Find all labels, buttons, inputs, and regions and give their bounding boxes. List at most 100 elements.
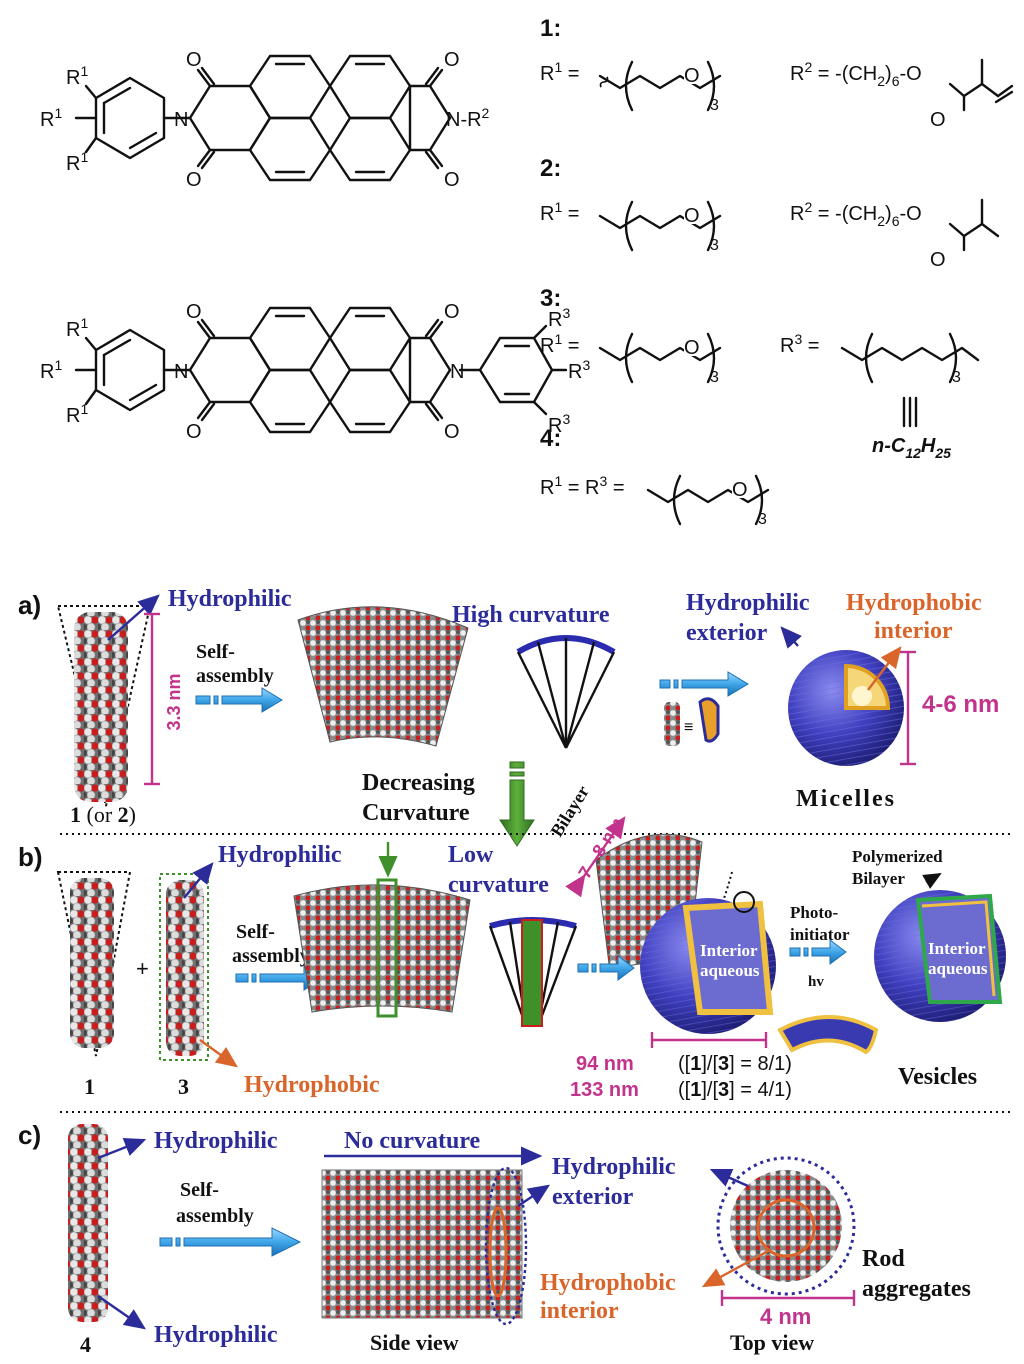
amphiphile-1-model [74,612,128,802]
svg-text:R3: R3 [568,357,590,383]
vesicle-size-133: 133 nm [570,1079,639,1101]
svg-text:O: O [186,49,202,71]
svg-text:+: + [136,956,149,981]
compound-3-highlight [376,878,398,1018]
micelles-label: Micelles [796,786,896,812]
photo-arrow [789,939,847,965]
low-curvature-fan [488,917,578,1027]
hydrophobic-label-b: Hydrophobic [244,1072,380,1098]
panel-c-label: c) [18,1120,41,1150]
panel-a-label: a) [18,590,41,620]
bilayer-fragment [777,1015,879,1055]
amphiphile-3-model [166,880,204,1056]
compound-1-r2: R2 = -(CH2)6-O [790,59,922,89]
self-assembly-label-c: Self- [180,1179,219,1201]
svg-text:O: O [684,65,700,87]
hydrophobic-interior-c: Hydrophobic [540,1270,676,1296]
svg-text:O: O [444,301,460,323]
compound-1-or-2: 1 (or 2) [70,802,136,827]
interior-aqueous-label: Interior [700,941,758,960]
svg-text:aqueous: aqueous [700,961,760,980]
self-assembly-label-b: Self- [236,921,275,943]
no-curvature-label: No curvature [344,1128,481,1154]
perylene-ring-1 [248,54,332,120]
hydrophilic-top-label: Hydrophilic [154,1128,278,1154]
svg-text:exterior: exterior [552,1184,634,1210]
svg-text:N: N [174,361,188,383]
svg-text:aggregates: aggregates [862,1276,971,1302]
svg-text:R1 =: R1 = [540,331,580,357]
svg-text:R1: R1 [66,315,88,341]
svg-text:1: 1 [84,1074,95,1099]
rod-diameter: 4 nm [760,1304,811,1329]
svg-text:R2 = -(CH2)6-O: R2 = -(CH2)6-O [790,199,922,229]
polymerized-vesicle-sphere [874,890,1006,1022]
svg-text:O: O [444,421,460,443]
svg-text:3: 3 [710,237,719,254]
rod-aggregate-top-view [730,1170,842,1282]
vesicle-arrow [577,955,635,981]
compound-2-label: 2: [540,155,561,182]
svg-text:O: O [684,337,700,359]
svg-text:≡: ≡ [684,719,693,736]
low-curvature-label: Low [448,842,494,868]
svg-text:O: O [444,49,460,71]
rod-aggregate-side-view [321,1169,523,1319]
svg-text:O: O [186,421,202,443]
amphiphile-4-model [68,1124,108,1322]
svg-text:R1 =: R1 = [540,199,580,225]
panel-c: c) Hydrophilic Hydrophilic 4 Self- assem… [18,1120,971,1357]
svg-text:R1: R1 [66,401,88,427]
rod-aggregates-label: Rod [862,1246,905,1272]
photo-initiator-label: Photo- [790,903,839,922]
svg-text:interior: interior [874,618,953,644]
svg-text:interior: interior [540,1298,619,1324]
svg-text:R1 = R3 =: R1 = R3 = [540,473,625,499]
hydrophobic-interior-label: Hydrophobic [846,590,982,616]
vesicle-sphere [640,891,776,1034]
svg-text:assembly: assembly [196,665,274,687]
svg-text:initiator: initiator [790,925,850,944]
hydrophilic-label: Hydrophilic [168,586,292,612]
svg-text:Curvature: Curvature [362,800,470,826]
imide-ring-left [188,84,272,152]
compound-1-r1-lhs: R1 = [540,59,580,85]
svg-text:O: O [186,301,202,323]
interior-aqueous-label-2: Interior [928,939,986,958]
svg-text:O: O [930,109,946,131]
vesicle-size-94: 94 nm [576,1053,634,1075]
structure-top-molecule: R1 R1 R1 N O O O O N-R2 [40,49,490,191]
bilayer-segment [293,884,471,1013]
perylene-ring-4 [328,116,412,182]
bilayer-label: Bilayer [546,782,593,840]
top-view-label: Top view [730,1330,814,1355]
svg-text:N: N [174,109,188,131]
compound-definitions: 1: R1 = O 3 R2 = -(CH2)6-O O 2: R1 = O 3… [540,15,1014,528]
high-curvature-fan [516,635,616,749]
svg-text:R1: R1 [66,149,88,175]
svg-text:R3: R3 [548,305,570,331]
high-curvature-label: High curvature [452,602,610,628]
ratio-4-1: ([1]/[3] = 4/1) [678,1079,792,1101]
svg-text:assembly: assembly [232,945,310,967]
svg-text:R3: R3 [548,411,570,437]
compound-3-label: 3: [540,285,561,312]
svg-text:R1: R1 [66,63,88,89]
vesicles-label: Vesicles [898,1064,977,1090]
perylene-ring-2 [248,116,332,182]
amphiphile-mini-icon [664,702,680,746]
hv-label: hv [808,974,824,990]
svg-text:Bilayer: Bilayer [852,869,905,888]
svg-text:O: O [186,169,202,191]
panel-b: b) + Hydrophilic Hydrophobic 1 3 Self- a… [18,782,1006,1101]
self-assembly-arrow-c [159,1227,302,1257]
decreasing-curvature-arrow [499,761,535,847]
hydrophilic-exterior-label: Hydrophilic [686,590,810,616]
svg-text:3: 3 [178,1074,189,1099]
ratio-8-1: ([1]/[3] = 8/1) [678,1053,792,1075]
svg-text:N: N [450,361,464,383]
polymerized-bilayer-label: Polymerized [852,847,943,866]
side-view-label: Side view [370,1330,459,1355]
svg-text:n-C12H25: n-C12H25 [872,435,951,461]
